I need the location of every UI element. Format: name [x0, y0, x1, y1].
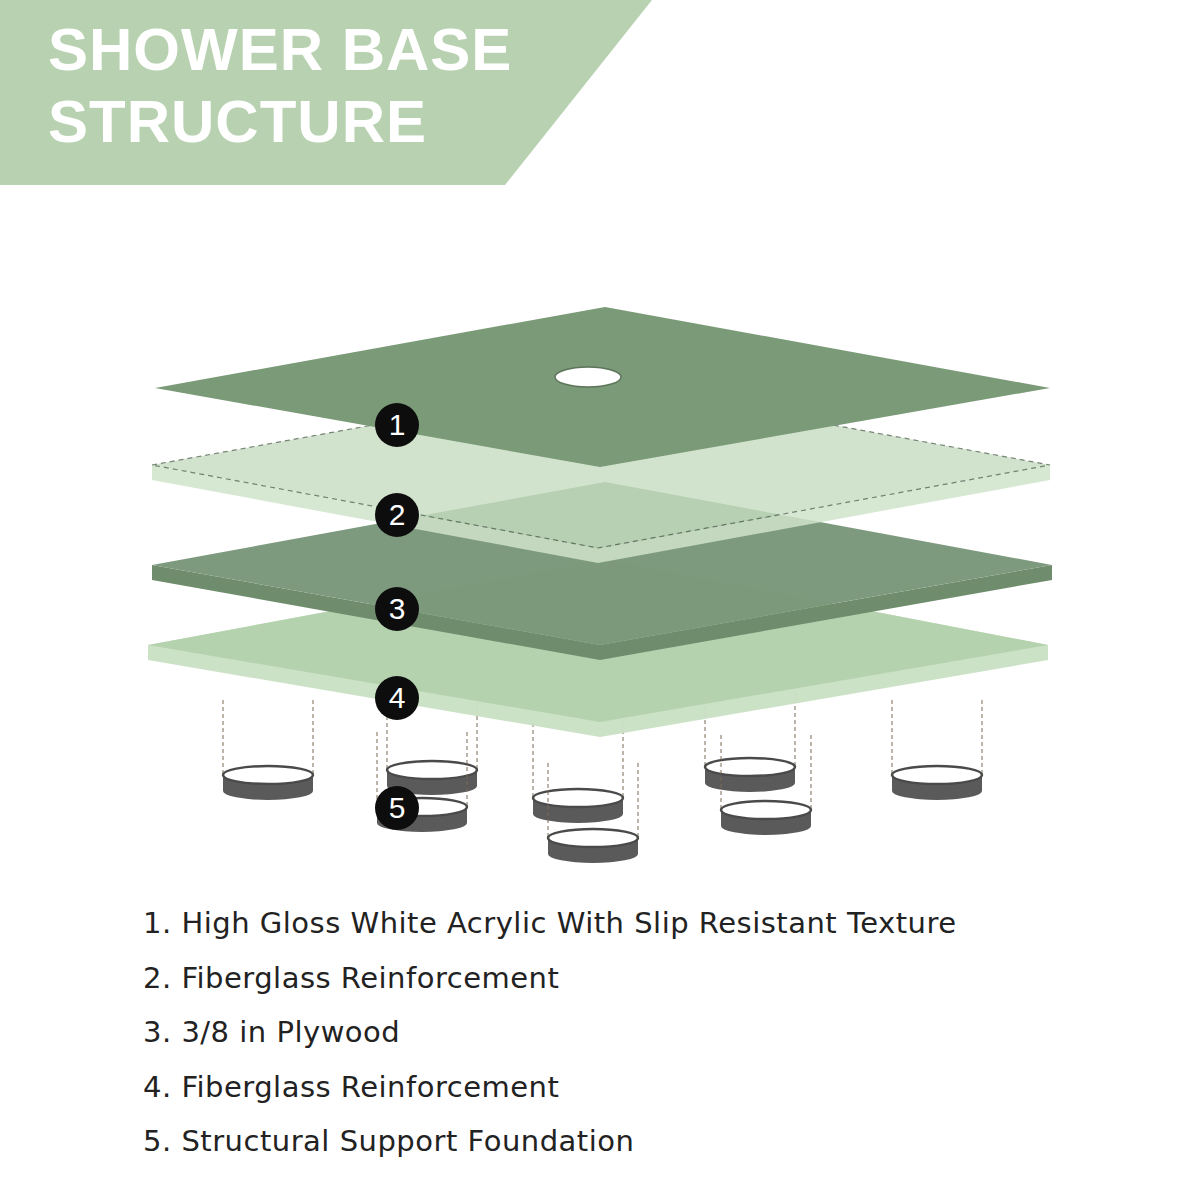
diagram-title: SHOWER BASE STRUCTURE — [48, 14, 528, 158]
callout-number: 3 — [375, 587, 419, 631]
callout-number: 5 — [375, 786, 419, 830]
support-foot — [638, 763, 639, 838]
support-foot — [313, 700, 314, 775]
legend-item: 1. High Gloss White Acrylic With Slip Re… — [143, 905, 957, 941]
support-foot — [548, 763, 549, 838]
support-foot — [892, 766, 982, 784]
support-foot — [467, 732, 468, 807]
title-banner — [0, 0, 652, 185]
legend-item: 5. Structural Support Foundation — [143, 1123, 634, 1159]
acrylic-layer — [155, 307, 1050, 467]
legend-item: 2. Fiberglass Reinforcement — [143, 960, 559, 996]
support-foot — [623, 723, 624, 798]
callout-number: 4 — [375, 676, 419, 720]
support-foot — [548, 829, 638, 847]
drain-hole — [555, 367, 621, 387]
callout-number: 1 — [375, 403, 419, 447]
support-foot — [387, 761, 477, 779]
legend-item: 3. 3/8 in Plywood — [143, 1014, 400, 1050]
support-foot — [223, 700, 224, 775]
legend-item: 4. Fiberglass Reinforcement — [143, 1069, 559, 1105]
callout-number: 2 — [375, 493, 419, 537]
support-foot — [892, 700, 893, 775]
support-foot — [223, 766, 313, 784]
support-foot — [982, 700, 983, 775]
support-foot — [721, 801, 811, 819]
support-foot — [533, 723, 534, 798]
support-foot — [721, 735, 722, 810]
support-foot — [533, 789, 623, 807]
support-foot — [705, 758, 795, 776]
support-foot — [811, 735, 812, 810]
